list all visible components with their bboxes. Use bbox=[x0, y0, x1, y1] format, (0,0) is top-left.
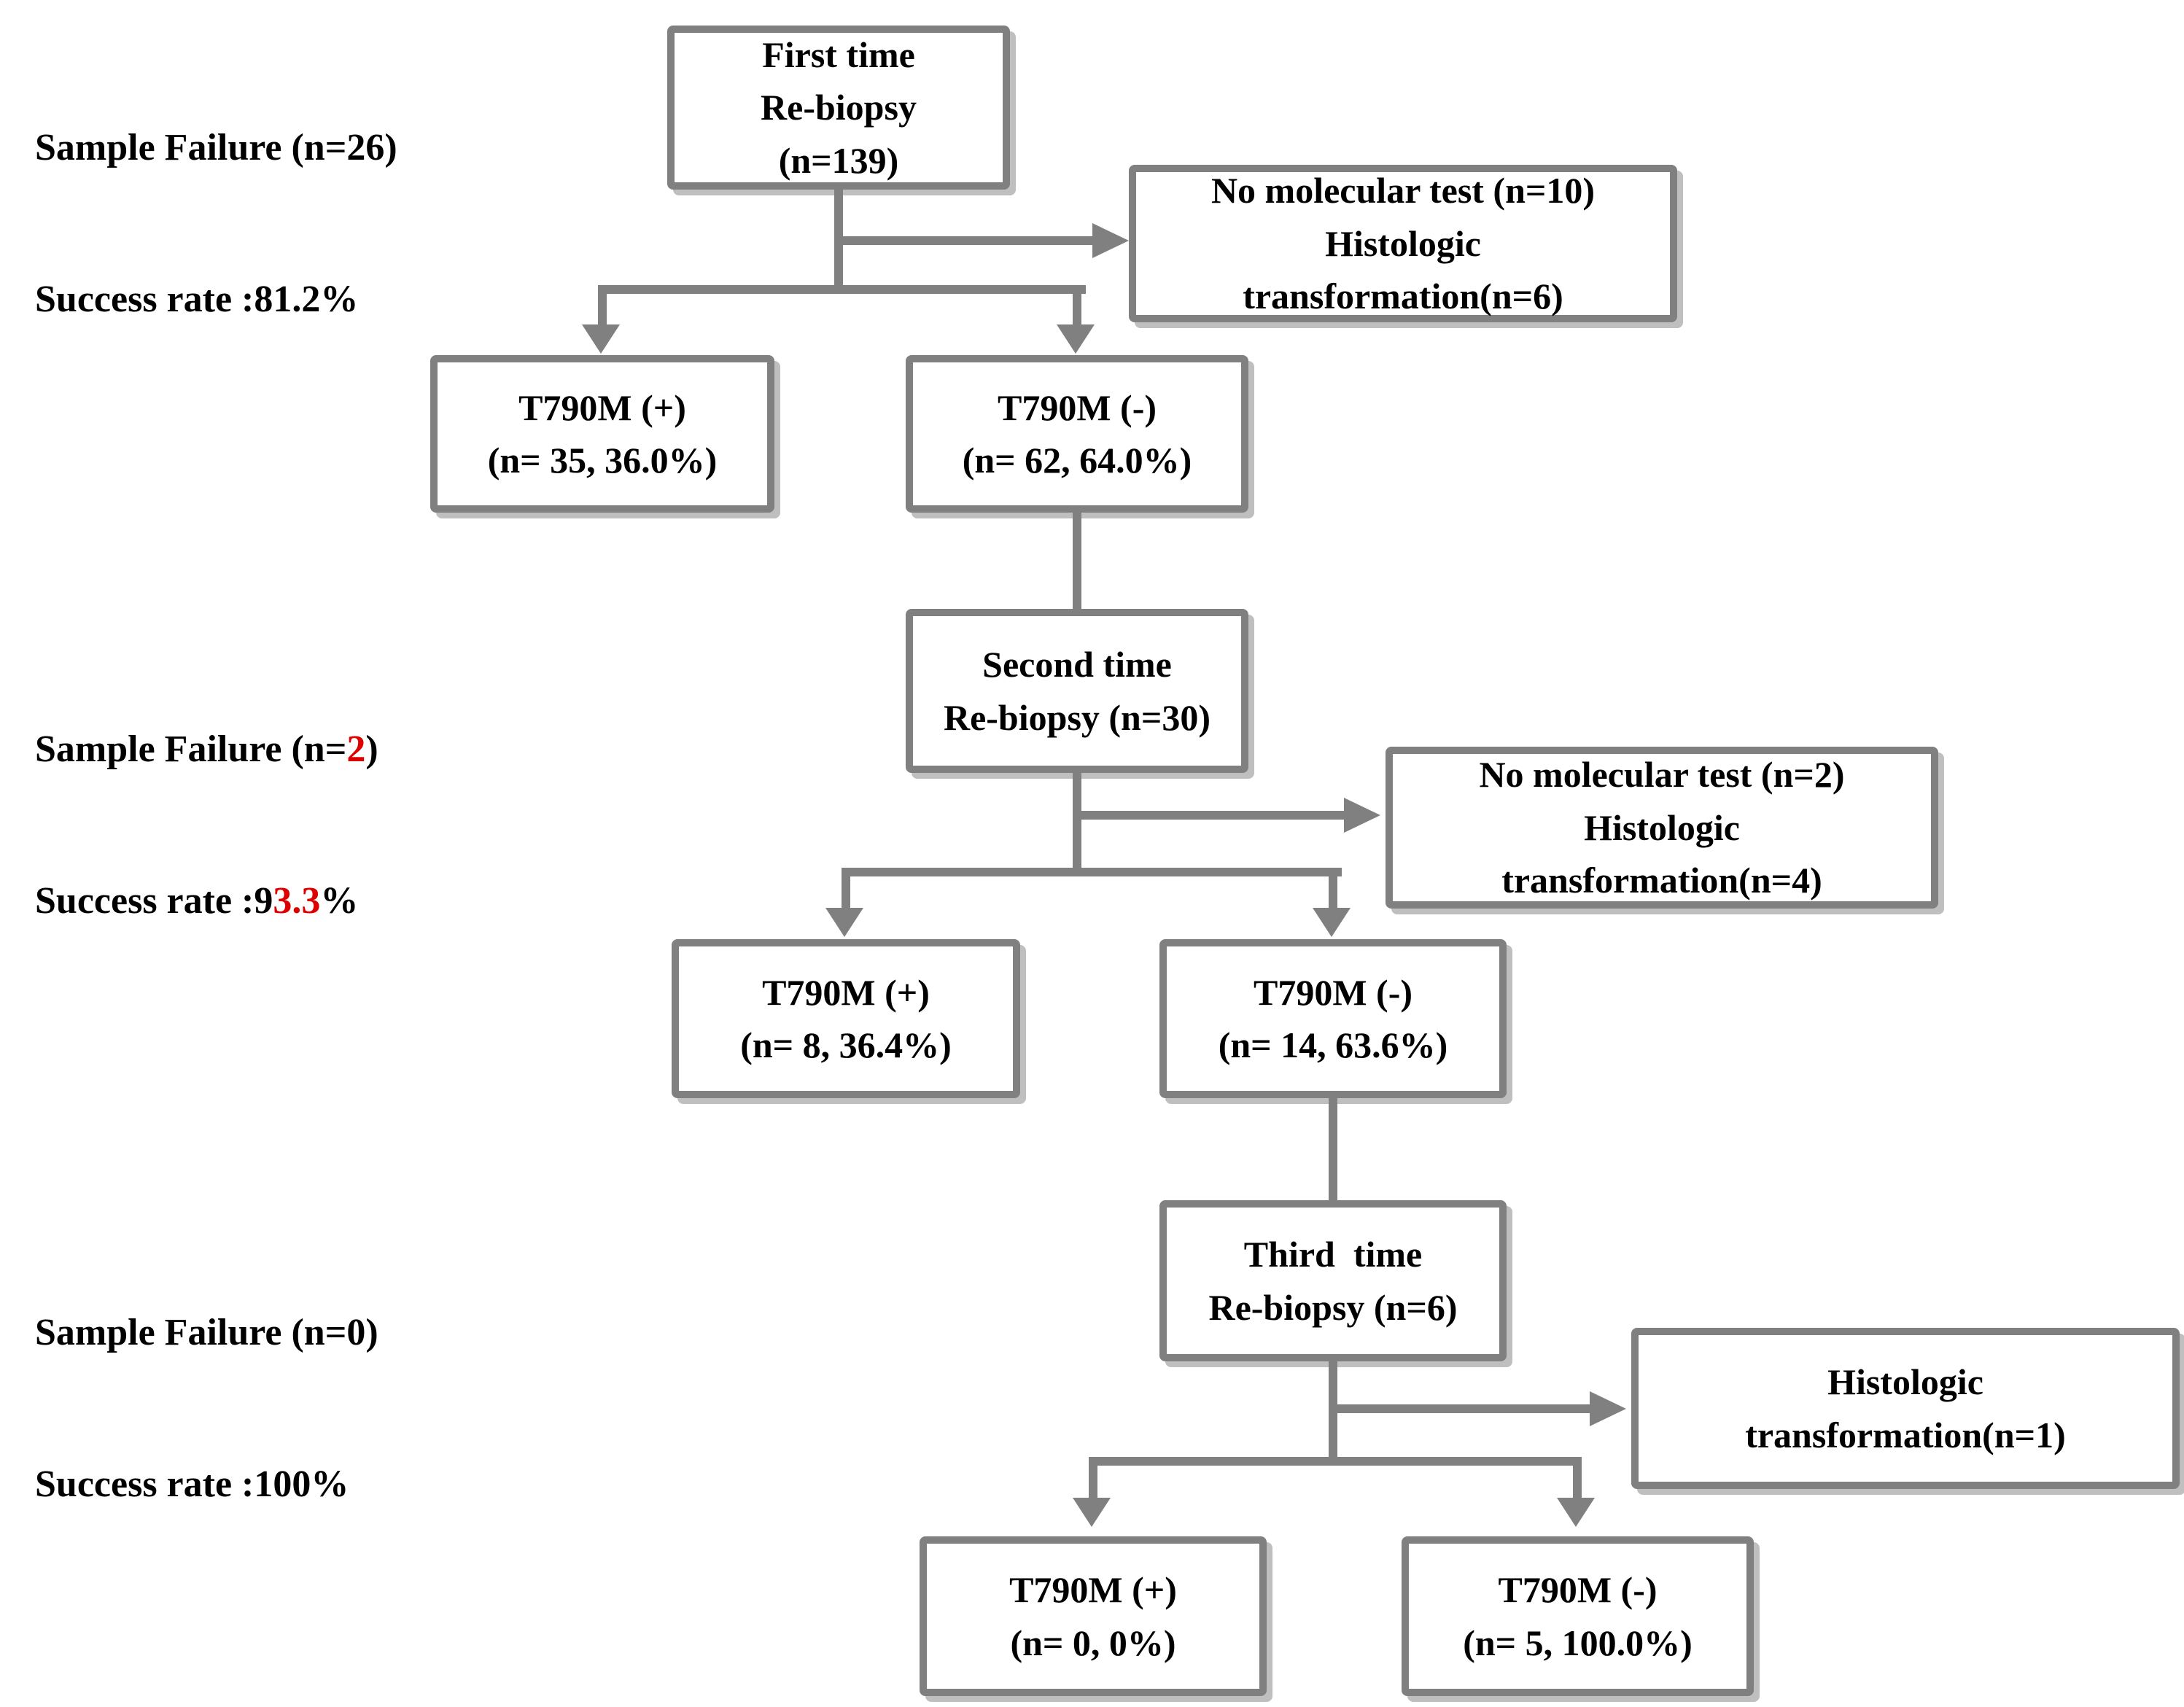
connector-stub-t790m-neg-2 bbox=[1329, 868, 1337, 911]
box-t790m-positive-3: T790M (+) (n= 0, 0%) bbox=[920, 1536, 1267, 1696]
arrowhead-down-icon bbox=[825, 908, 863, 937]
arrowhead-down-icon bbox=[1313, 908, 1351, 937]
arrowhead-down-icon bbox=[1057, 324, 1095, 354]
connector-stub-t790m-neg-1 bbox=[1073, 285, 1081, 329]
connector-neg1-to-second bbox=[1073, 510, 1081, 611]
annotation-line: Sample Failure (n=2) bbox=[35, 728, 378, 771]
annotation-line: Sample Failure (n=0) bbox=[35, 1312, 378, 1354]
annotation-line: Success rate :81.2% bbox=[35, 278, 359, 320]
connector-second-down bbox=[1073, 771, 1081, 874]
annotation-line: Success rate :93.3% bbox=[35, 879, 359, 922]
box-first-rebiopsy: First time Re-biopsy (n=139) bbox=[667, 26, 1010, 190]
box-t790m-negative-2: T790M (-) (n= 14, 63.6%) bbox=[1159, 939, 1507, 1098]
arrowhead-down-icon bbox=[1073, 1498, 1111, 1527]
connector-neg2-to-third bbox=[1329, 1097, 1337, 1202]
connector-stub-t790m-neg-3 bbox=[1573, 1457, 1582, 1502]
box-t790m-positive-2: T790M (+) (n= 8, 36.4%) bbox=[672, 939, 1020, 1098]
connector-stub-t790m-pos-3 bbox=[1089, 1457, 1097, 1502]
annotation-line: Success rate :100% bbox=[35, 1463, 349, 1505]
arrowhead-right-icon bbox=[1590, 1391, 1626, 1426]
connector-stub-t790m-pos-2 bbox=[842, 868, 850, 911]
connector-third-to-histologic bbox=[1333, 1404, 1593, 1413]
box-no-molecular-test-2: No molecular test (n=2) Histologic trans… bbox=[1386, 747, 1938, 909]
connector-first-to-nomolecular1 bbox=[839, 236, 1095, 245]
connector-second-to-nomolecular2 bbox=[1077, 811, 1345, 820]
box-third-rebiopsy: Third time Re-biopsy (n=6) bbox=[1159, 1200, 1507, 1361]
box-histologic-transformation-3: Histologic transformation(n=1) bbox=[1631, 1328, 2180, 1489]
arrowhead-right-icon bbox=[1344, 798, 1380, 833]
annotation-level2: Sample Failure (n=2) Success rate :93.3% bbox=[35, 623, 378, 1027]
box-t790m-positive-1: T790M (+) (n= 35, 36.0%) bbox=[430, 355, 774, 513]
connector-stub-t790m-pos-1 bbox=[598, 285, 607, 329]
arrowhead-right-icon bbox=[1092, 223, 1129, 258]
connector-split-level3 bbox=[1089, 1457, 1582, 1466]
arrowhead-down-icon bbox=[1557, 1498, 1595, 1527]
annotation-line: Sample Failure (n=26) bbox=[35, 127, 397, 169]
annotation-level3: Sample Failure (n=0) Success rate :100% bbox=[35, 1207, 378, 1610]
connector-split-level2 bbox=[842, 868, 1342, 876]
box-t790m-negative-3: T790M (-) (n= 5, 100.0%) bbox=[1402, 1536, 1754, 1696]
box-second-rebiopsy: Second time Re-biopsy (n=30) bbox=[906, 609, 1248, 773]
connector-split-level1 bbox=[598, 285, 1086, 294]
box-t790m-negative-1: T790M (-) (n= 62, 64.0%) bbox=[906, 355, 1248, 513]
arrowhead-down-icon bbox=[582, 324, 620, 354]
box-no-molecular-test-1: No molecular test (n=10) Histologic tran… bbox=[1129, 165, 1677, 322]
annotation-level1: Sample Failure (n=26) Success rate :81.2… bbox=[35, 22, 397, 425]
